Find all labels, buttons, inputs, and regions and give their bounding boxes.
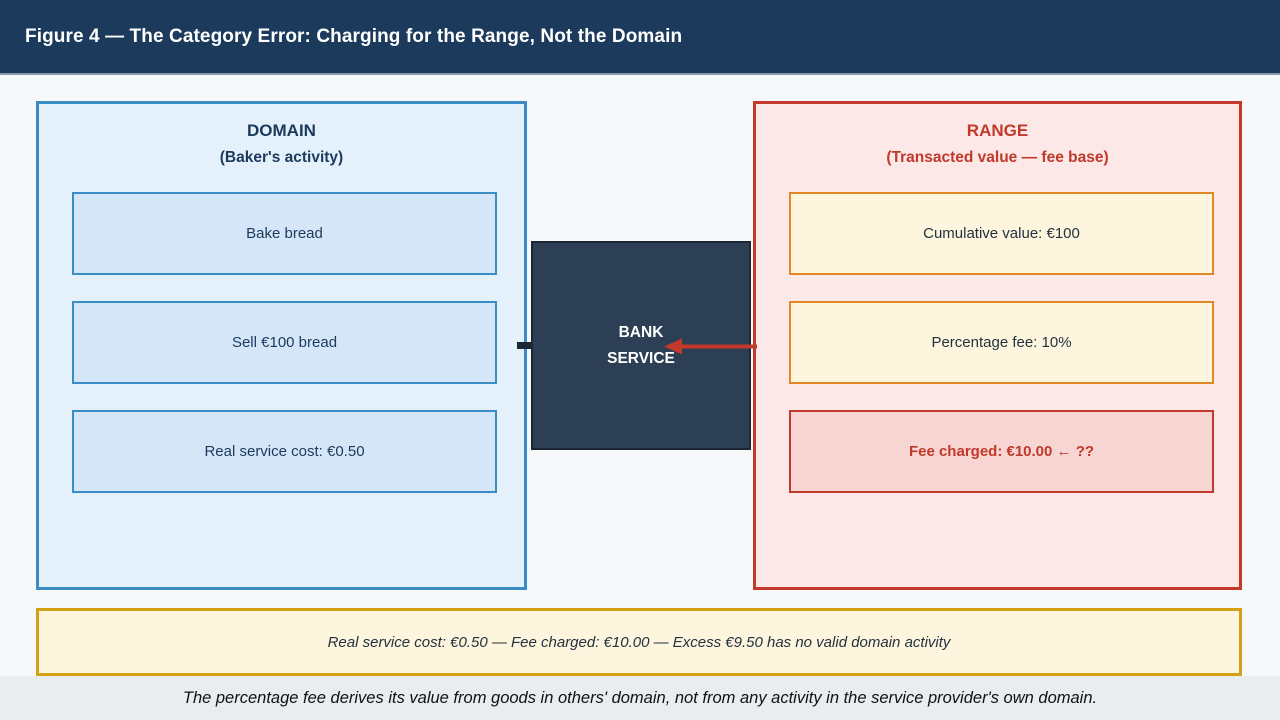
domain-item-label: Real service cost: €0.50 xyxy=(204,443,365,460)
range-panel-heading: RANGE (Transacted value — fee base) xyxy=(756,104,1239,171)
range-item-list: Cumulative value: €100 Percentage fee: 1… xyxy=(789,192,1214,519)
range-panel: RANGE (Transacted value — fee base) Cumu… xyxy=(753,101,1242,590)
footer-caption: The percentage fee derives its value fro… xyxy=(182,688,1098,707)
domain-heading-main: DOMAIN xyxy=(247,121,316,140)
domain-heading-sub: (Baker's activity) xyxy=(219,149,344,166)
range-item-fee-charged[interactable]: Fee charged: €10.00 ← ?? xyxy=(789,410,1214,493)
fee-arrow-icon xyxy=(664,338,757,355)
figure-header-bar: Figure 4 — The Category Error: Charging … xyxy=(0,0,1280,73)
domain-panel: DOMAIN (Baker's activity) Bake bread Sel… xyxy=(36,101,527,590)
bottom-note-box: Real service cost: €0.50 — Fee charged: … xyxy=(36,608,1242,676)
footer-strip: The percentage fee derives its value fro… xyxy=(0,676,1280,720)
range-item-label: Percentage fee: 10% xyxy=(931,334,1072,351)
range-item-percentage-fee[interactable]: Percentage fee: 10% xyxy=(789,301,1214,384)
domain-panel-heading: DOMAIN (Baker's activity) xyxy=(39,104,524,171)
range-heading-main: RANGE xyxy=(966,121,1029,140)
range-heading-sub: (Transacted value — fee base) xyxy=(886,149,1109,166)
bank-service-node[interactable]: BANK SERVICE xyxy=(531,241,751,450)
domain-item-sell-bread[interactable]: Sell €100 bread xyxy=(72,301,497,384)
domain-connector-line xyxy=(517,342,534,349)
domain-item-label: Bake bread xyxy=(246,225,323,242)
domain-item-label: Sell €100 bread xyxy=(231,334,338,351)
domain-item-bake-bread[interactable]: Bake bread xyxy=(72,192,497,275)
bank-service-label: BANK SERVICE xyxy=(607,323,675,367)
domain-item-real-service-cost[interactable]: Real service cost: €0.50 xyxy=(72,410,497,493)
range-item-label: Fee charged: €10.00 ← ?? xyxy=(908,443,1095,460)
domain-item-list: Bake bread Sell €100 bread Real service … xyxy=(72,192,497,519)
bottom-note-text: Real service cost: €0.50 — Fee charged: … xyxy=(327,633,951,651)
range-item-label: Cumulative value: €100 xyxy=(923,225,1080,242)
range-item-cumulative-value[interactable]: Cumulative value: €100 xyxy=(789,192,1214,275)
figure-title: Figure 4 — The Category Error: Charging … xyxy=(25,25,683,47)
header-divider xyxy=(0,73,1280,75)
